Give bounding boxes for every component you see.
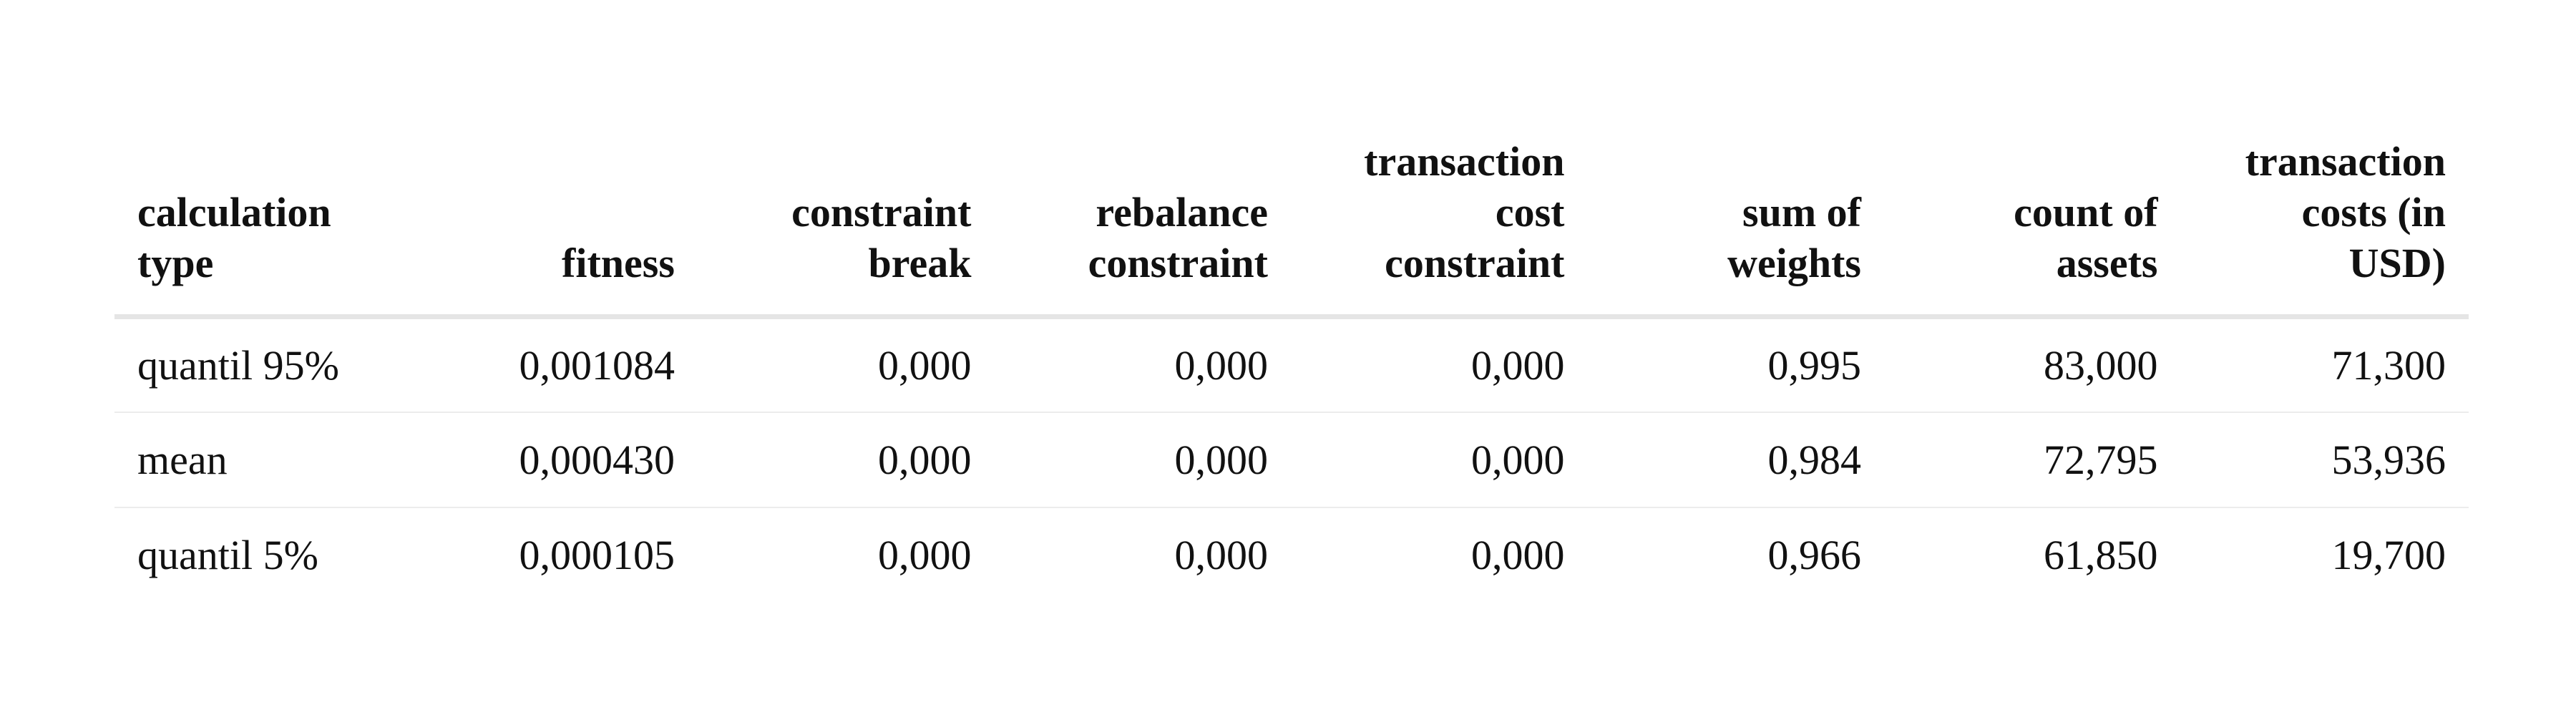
table-cell: 0,995 [1767, 341, 1862, 389]
table-cell: 0,000105 [519, 532, 675, 578]
table-cell: 19,700 [2331, 532, 2446, 578]
table-cell: 0,966 [1767, 532, 1862, 578]
results-table-container: calculation type fitness constraint brea… [114, 127, 2469, 603]
column-header-count-of-assets: count of assets [2014, 189, 2158, 286]
table-cell: 0,000 [1174, 341, 1268, 389]
table-cell: 71,300 [2331, 341, 2446, 389]
table-cell: 0,000 [1470, 436, 1565, 483]
column-header-calculation-type: calculation type [137, 189, 331, 286]
table-row: quantil 5% 0,000105 0,000 0,000 0,000 0,… [114, 507, 2469, 603]
table-cell: 0,000 [877, 341, 972, 389]
table-cell: 0,984 [1767, 436, 1862, 483]
table-cell: 0,000 [1470, 532, 1565, 578]
table-cell: mean [137, 436, 228, 483]
table-cell: 0,001084 [519, 341, 675, 389]
table-cell: quantil 95% [137, 341, 339, 389]
table-cell: 0,000 [877, 532, 972, 578]
table-cell: 72,795 [2044, 436, 2158, 483]
table-cell: quantil 5% [137, 532, 318, 578]
column-header-constraint-break: constraint break [791, 189, 972, 286]
header-row: calculation type fitness constraint brea… [114, 127, 2469, 317]
table-cell: 53,936 [2331, 436, 2446, 483]
table-cell: 0,000 [877, 436, 972, 483]
table-cell: 0,000430 [519, 436, 675, 483]
table-cell: 0,000 [1470, 341, 1565, 389]
results-table: calculation type fitness constraint brea… [114, 127, 2469, 603]
column-header-fitness: fitness [562, 240, 675, 286]
column-header-rebalance-constraint: rebalance constraint [1088, 189, 1268, 286]
table-row: mean 0,000430 0,000 0,000 0,000 0,984 72… [114, 412, 2469, 507]
column-header-sum-of-weights: sum of weights [1727, 189, 1861, 286]
table-cell: 0,000 [1174, 532, 1268, 578]
table-cell: 83,000 [2044, 341, 2158, 389]
column-header-transaction-cost-constraint: transaction cost constraint [1364, 138, 1565, 286]
column-header-transaction-costs: transaction costs (in USD) [2245, 138, 2446, 286]
table-cell: 61,850 [2044, 532, 2158, 578]
table-cell: 0,000 [1174, 436, 1268, 483]
table-row: quantil 95% 0,001084 0,000 0,000 0,000 0… [114, 317, 2469, 412]
